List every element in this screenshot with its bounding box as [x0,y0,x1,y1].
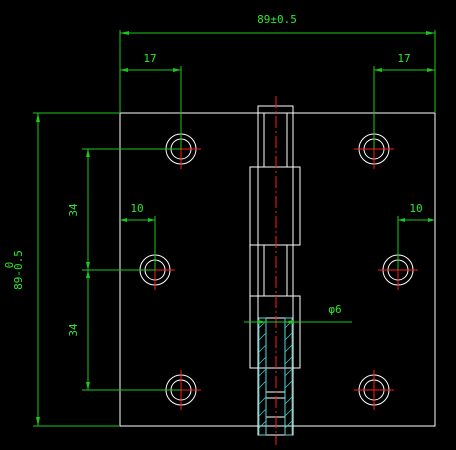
dimension-overall-height [33,112,120,427]
dimension-left-middle-offset [120,216,156,270]
dim-pin-diameter-label: φ6 [328,303,341,316]
dim-overall-height-base: 89 [12,277,25,290]
dimension-right-middle-offset [397,216,435,270]
dim-right-hole-offset-label: 17 [397,52,410,65]
dim-overall-height-upper-tol: 0 [3,262,16,269]
dim-overall-width-label: 89±0.5 [257,13,297,26]
screw-hole-bottom-right [354,370,394,410]
dim-overall-height-label: 89-0.5 [12,250,25,290]
dim-lower-hole-spacing-label: 34 [67,323,80,337]
pin-section-hatch [258,317,293,436]
dim-upper-hole-spacing-label: 34 [67,203,80,217]
dimension-upper-hole-spacing [82,148,181,271]
dim-left-middle-offset-label: 10 [130,202,143,215]
dim-left-hole-offset-label: 17 [143,52,156,65]
dimension-overall-width [119,30,436,113]
dimension-right-hole-offset [373,66,435,149]
dimension-lower-hole-spacing [82,270,181,391]
dimension-left-hole-offset [120,66,182,149]
knuckle-segment-2 [249,295,301,369]
dim-right-middle-offset-label: 10 [409,202,422,215]
dim-overall-height-lower-tol: -0.5 [12,250,25,277]
knuckle-segment-1 [249,166,301,246]
dimension-pin-diameter [244,320,352,324]
